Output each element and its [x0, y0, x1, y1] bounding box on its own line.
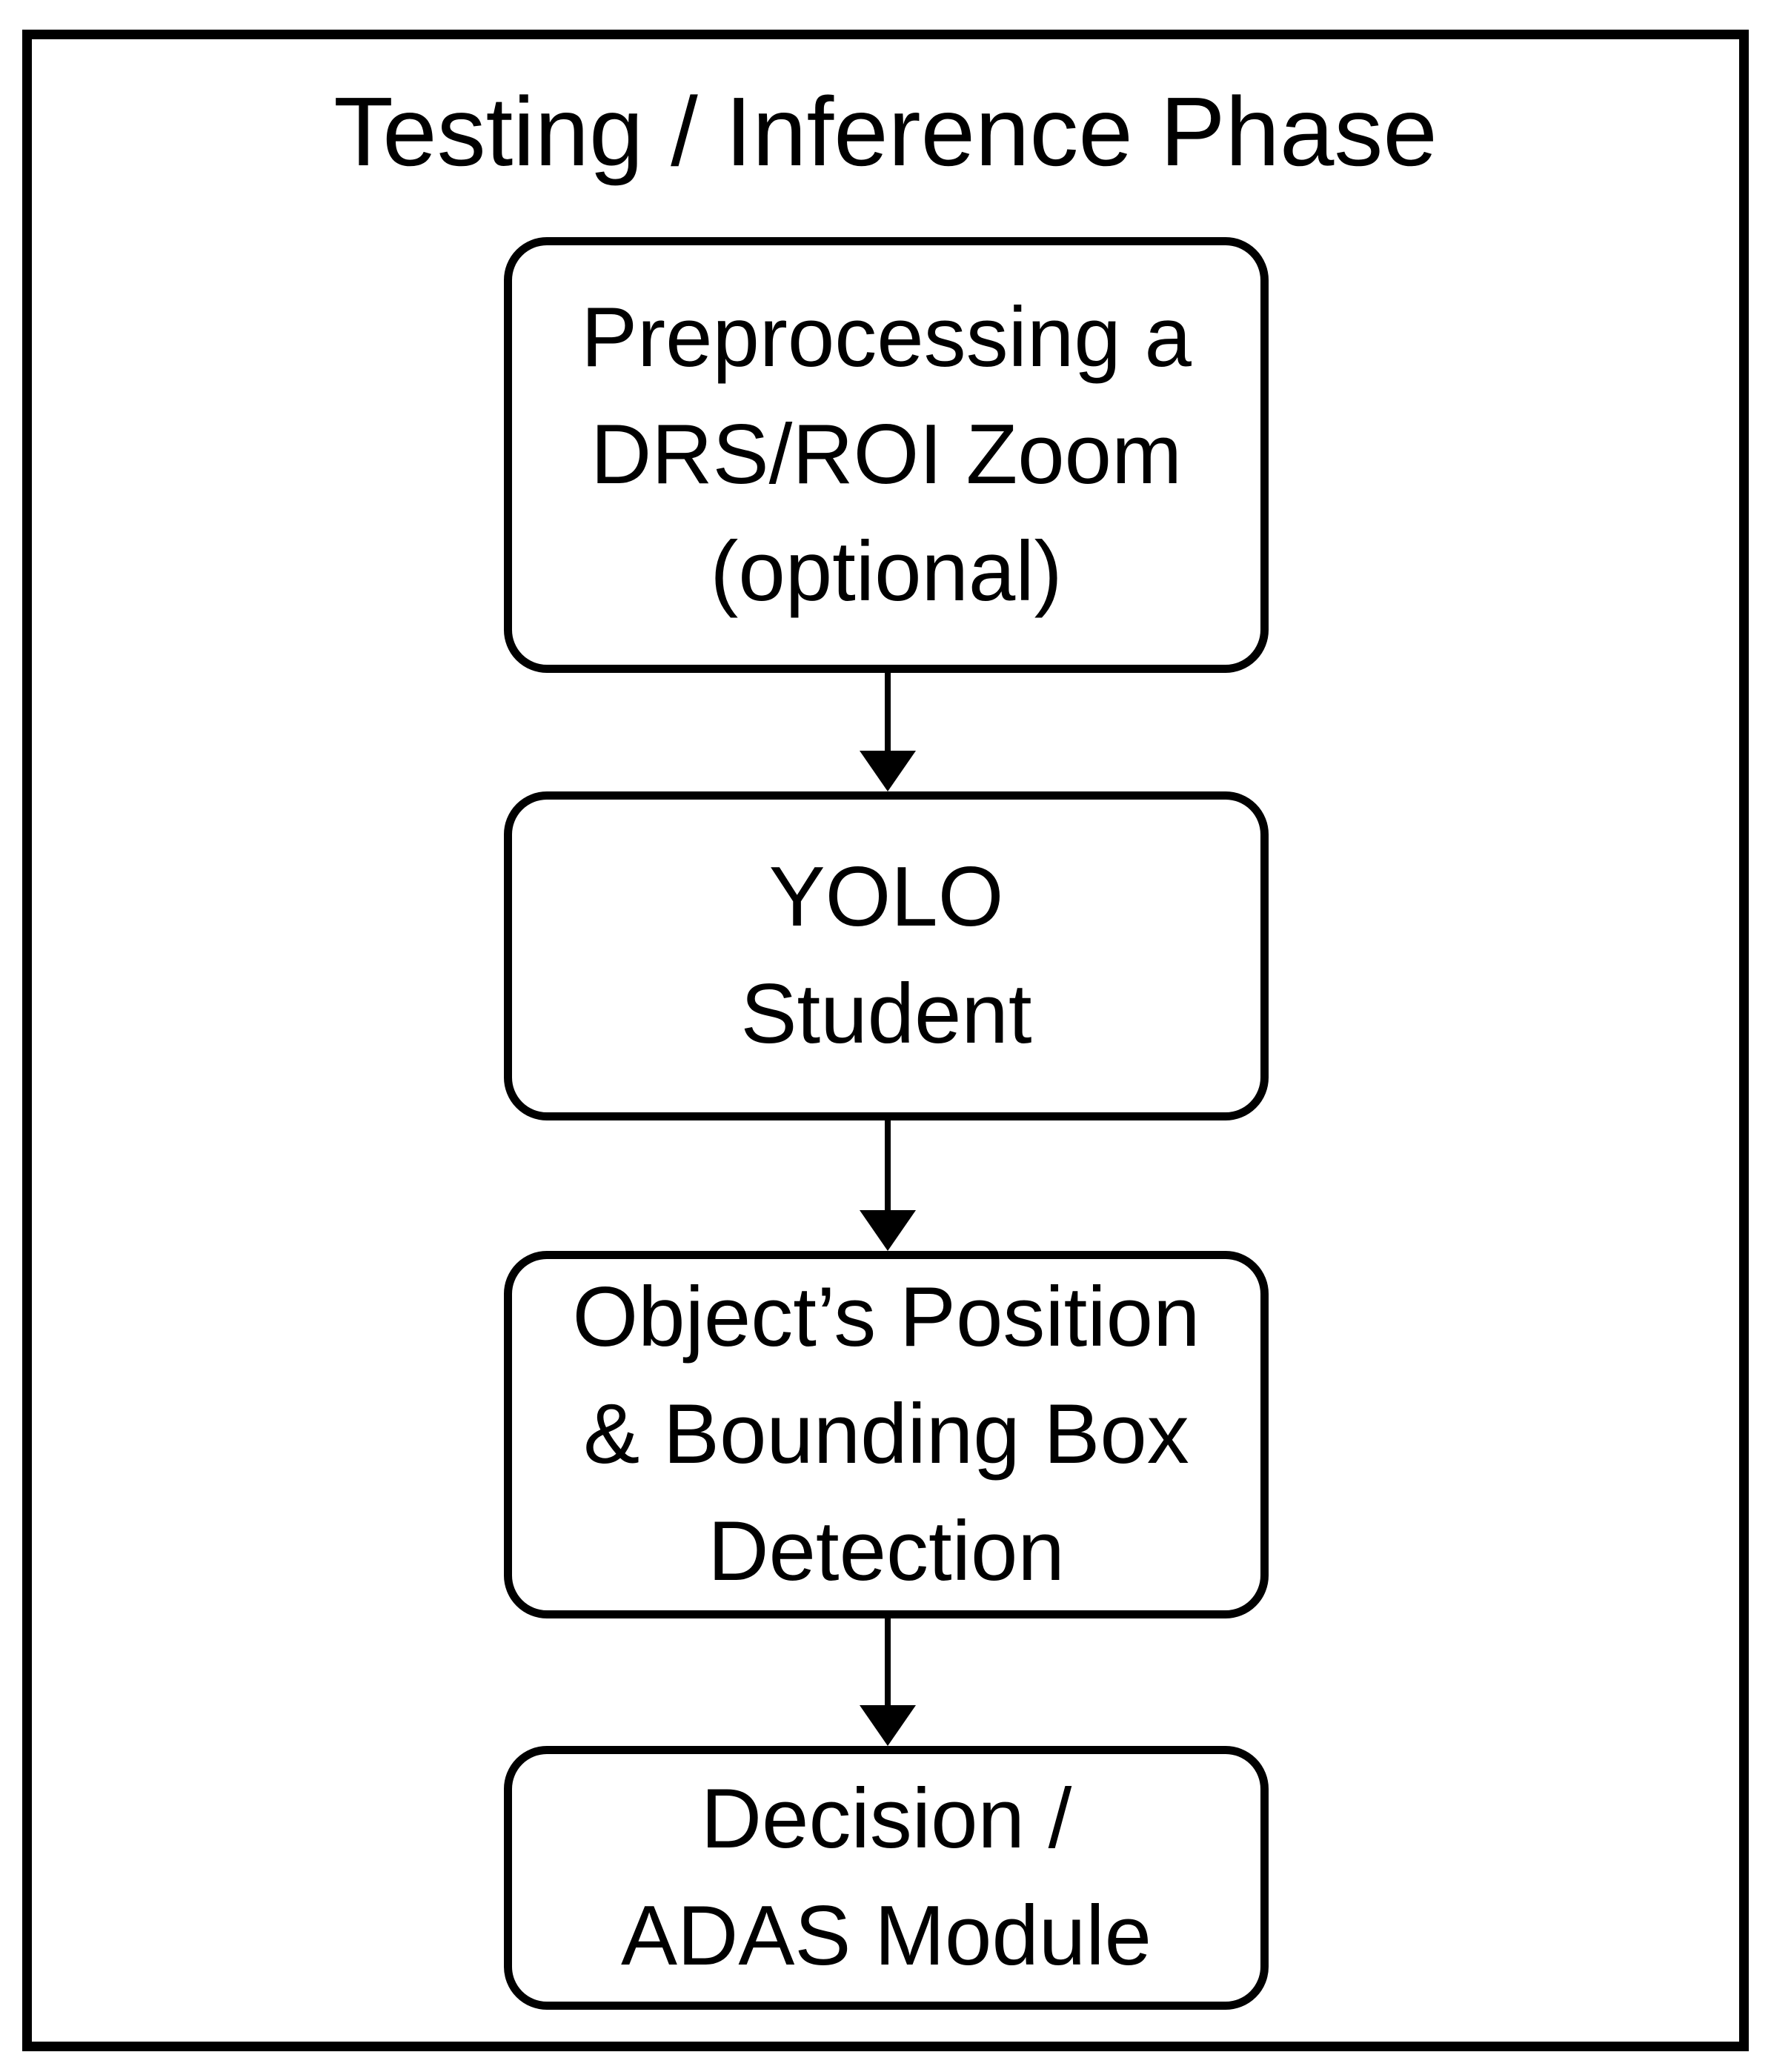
node-label-line: Decision / — [700, 1772, 1072, 1866]
arrow-shaft — [885, 1120, 891, 1210]
arrow-head-icon — [860, 1705, 916, 1746]
node-label-line: ADAS Module — [620, 1889, 1152, 1983]
node-label-line: (optional) — [710, 525, 1063, 619]
node-yolo-student: YOLO Student — [504, 791, 1269, 1120]
node-objects-position-bounding-box-detection: Object’s Position & Bounding Box Detecti… — [504, 1251, 1269, 1618]
node-label-line: Student — [740, 967, 1032, 1061]
arrow-head-icon — [860, 1210, 916, 1251]
node-label-line: Preprocessing a — [581, 290, 1192, 385]
diagram-title: Testing / Inference Phase — [333, 77, 1438, 186]
node-label-line: Object’s Position — [572, 1270, 1200, 1364]
arrow-shaft — [885, 1618, 891, 1705]
flow-arrow-1 — [860, 673, 916, 791]
node-preprocessing-drs-roi-zoom: Preprocessing a DRS/ROI Zoom (optional) — [504, 237, 1269, 673]
node-label-line: & Bounding Box — [583, 1387, 1189, 1481]
node-decision-adas-module: Decision / ADAS Module — [504, 1746, 1269, 2010]
flow-arrow-2 — [860, 1120, 916, 1251]
node-label-line: YOLO — [768, 850, 1004, 944]
arrow-shaft — [885, 673, 891, 751]
node-label-line: DRS/ROI Zoom — [590, 408, 1183, 502]
flow-arrow-3 — [860, 1618, 916, 1746]
arrow-head-icon — [860, 751, 916, 791]
node-label-line: Detection — [708, 1504, 1065, 1598]
